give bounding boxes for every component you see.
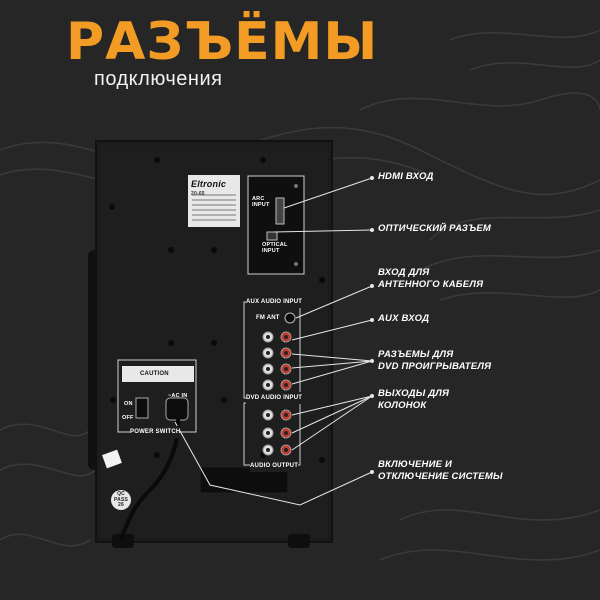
dvd-panel-title: DVD AUDIO INPUT	[246, 392, 303, 404]
page-subtitle: подключения	[94, 68, 223, 90]
off-label: OFF	[122, 415, 134, 421]
callout-hdmi: HDMI ВХОД	[378, 171, 434, 182]
callout-antenna: ВХОД ДЛЯ АНТЕННОГО КАБЕЛЯ	[378, 267, 484, 290]
fm-ant-label: FM ANT	[256, 315, 280, 321]
optical-input-label: OPTICAL INPUT	[262, 242, 288, 254]
callout-speaker-outputs: ВЫХОДЫ ДЛЯ КОЛОНОК	[378, 388, 450, 411]
brand-label: Eltronic	[191, 179, 227, 189]
callout-dvd: РАЗЪЕМЫ ДЛЯ DVD ПРОИГРЫВАТЕЛЯ	[378, 349, 492, 372]
callout-power: ВКЛЮЧЕНИЕ И ОТКЛЮЧЕНИЕ СИСТЕМЫ	[378, 459, 503, 482]
ac-in-label: ~AC IN	[168, 393, 188, 399]
power-switch-label: POWER SWITCH	[130, 426, 181, 438]
model-label: 20-65	[191, 191, 205, 197]
audio-output-title: AUDIO OUTPUT	[250, 460, 299, 472]
caution-title: CAUTION	[140, 371, 169, 377]
arc-input-label: ARC INPUT	[252, 196, 270, 208]
qc-sticker-label: QC PASS 26	[114, 491, 129, 508]
callout-optical: ОПТИЧЕСКИЙ РАЗЪЕМ	[378, 223, 492, 234]
aux-panel-title: AUX AUDIO INPUT	[246, 296, 303, 308]
on-label: ON	[124, 401, 133, 407]
page-title: РАЗЪЁМЫ	[66, 12, 379, 72]
callout-aux: AUX ВХОД	[378, 313, 430, 324]
